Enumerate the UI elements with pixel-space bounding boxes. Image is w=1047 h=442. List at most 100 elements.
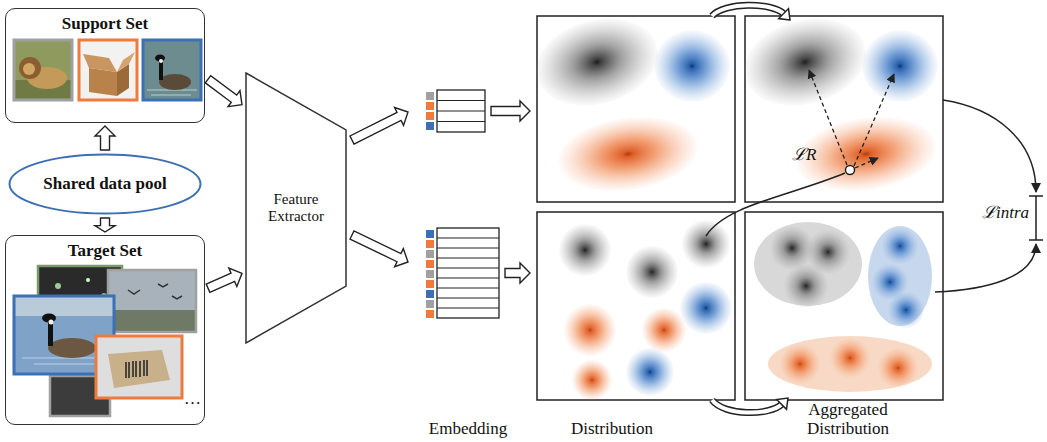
support-distribution-panel xyxy=(734,5,943,202)
aggregated-distribution-panel xyxy=(878,348,918,388)
aggregated-distribution-panel xyxy=(768,336,932,392)
goose-lake-photo xyxy=(49,320,54,325)
aggregated-distribution-panel xyxy=(784,264,828,308)
box-photo xyxy=(117,52,135,72)
lion-photo xyxy=(14,40,72,100)
target-embedding xyxy=(426,290,434,298)
target-embedding xyxy=(426,240,434,248)
support-distribution-panel xyxy=(654,30,730,102)
support-distribution-panel xyxy=(862,30,938,102)
night-photo xyxy=(55,283,61,289)
support-distribution-panel xyxy=(734,5,876,118)
birds-photo xyxy=(128,284,182,299)
box-photo xyxy=(89,68,117,96)
intra-loss-lines xyxy=(935,244,1036,292)
target-distribution-panel xyxy=(682,220,730,268)
hollow-arrow-connector xyxy=(205,76,242,107)
target-embedding xyxy=(426,270,434,278)
aggregated-label: Aggregated Distribution xyxy=(783,401,913,438)
data-pool-ellipse: Shared data pool xyxy=(8,153,202,215)
panel-transition-arrow xyxy=(712,398,788,413)
support-distribution-panel xyxy=(526,5,668,118)
target-distribution-panel xyxy=(626,348,674,396)
panel-transition-arrow xyxy=(712,5,784,16)
target-distribution-panel xyxy=(642,308,686,352)
target-embedding xyxy=(426,230,434,238)
support-embedding xyxy=(426,102,434,110)
support-embedding xyxy=(437,101,485,122)
goose-photo xyxy=(143,40,201,100)
aggregated-distribution-panel xyxy=(745,212,943,400)
birds-photo xyxy=(108,270,196,332)
panel-transition-arrow xyxy=(712,400,782,413)
target-distribution-panel xyxy=(626,246,678,298)
relation-loss-label: ℒR xyxy=(792,146,816,165)
target-embedding xyxy=(426,228,499,318)
support-distribution-panel xyxy=(526,5,735,202)
box-photo xyxy=(79,40,137,100)
box-photo xyxy=(83,54,117,72)
panel-transition-arrow xyxy=(712,5,790,20)
target-distribution-panel xyxy=(537,212,735,400)
target-set-box: Target Set xyxy=(5,235,205,425)
target-embedding xyxy=(426,300,434,308)
hollow-arrow-connector xyxy=(95,218,115,232)
embedding-label: Embedding xyxy=(429,420,507,439)
feature-extractor: Feature Extractor xyxy=(245,72,347,344)
panel-transition-arrow xyxy=(777,398,788,409)
aggregated-distribution-panel xyxy=(780,344,820,384)
target-distribution-panel xyxy=(559,224,611,276)
goose-photo xyxy=(159,59,163,63)
distribution-label: Distribution xyxy=(571,420,653,439)
relation-loss-lines xyxy=(854,74,894,166)
node-text: Target Set xyxy=(68,241,142,261)
goose-lake-photo xyxy=(48,318,53,346)
birds-photo xyxy=(108,310,196,332)
panel-transition-arrow xyxy=(779,9,790,20)
target-embedding xyxy=(426,250,434,258)
relation-loss-lines xyxy=(706,173,845,236)
barcode-box-photo xyxy=(96,336,182,398)
lion-photo xyxy=(23,63,35,75)
goose-photo xyxy=(143,40,201,100)
goose-lake-photo xyxy=(14,296,114,316)
hollow-arrows xyxy=(350,101,530,283)
box-photo xyxy=(79,40,137,100)
target-distribution-panel xyxy=(572,360,612,400)
support-set-box: Support Set xyxy=(5,8,205,123)
goose-photo xyxy=(147,90,197,95)
aggregated-distribution-panel xyxy=(830,338,870,378)
support-embedding xyxy=(426,122,434,130)
support-embedding xyxy=(426,90,485,132)
panel-transition-arrow xyxy=(712,5,784,16)
intra-loss-lines xyxy=(943,100,1036,192)
panel-transition-arrow xyxy=(712,400,782,413)
night-photo xyxy=(86,278,90,282)
aggregated-distribution-panel xyxy=(882,228,918,264)
target-embedding xyxy=(437,238,499,308)
support-distribution-panel xyxy=(792,109,941,200)
relation-loss-lines xyxy=(706,70,894,236)
intra-loss-lines xyxy=(935,100,1043,292)
relation-loss-lines xyxy=(846,166,855,175)
target-embedding xyxy=(426,310,434,318)
aggregated-distribution-panel xyxy=(745,212,943,400)
target-distribution-panel xyxy=(537,212,735,400)
support-distribution-panel xyxy=(554,109,703,200)
node-text: Feature Extractor xyxy=(254,191,338,226)
target-embedding xyxy=(426,280,434,288)
ellipse-outline xyxy=(10,155,201,214)
node-text: Support Set xyxy=(62,14,148,34)
target-distribution-panel xyxy=(564,304,616,356)
barcode-box-photo xyxy=(108,350,170,388)
relation-loss-lines xyxy=(855,158,878,168)
trapezoid-outline xyxy=(246,73,346,343)
hollow-arrow xyxy=(505,263,530,283)
intra-loss-lines xyxy=(1029,196,1043,240)
hollow-arrow-connector xyxy=(206,268,242,292)
node-text: Shared data pool xyxy=(43,174,166,194)
goose-lake-photo xyxy=(48,338,96,358)
